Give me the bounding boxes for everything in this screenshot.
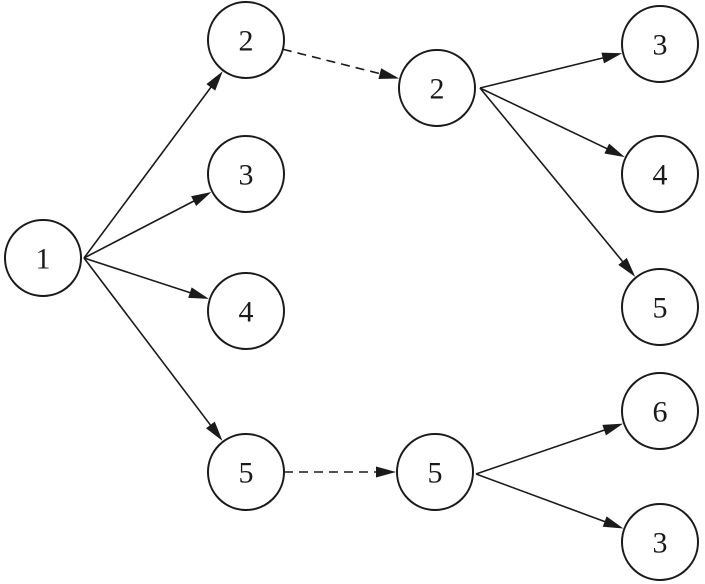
arrowhead-icon — [376, 466, 396, 478]
node-c-3: 3 — [621, 5, 699, 83]
node-a-4: 4 — [207, 272, 285, 350]
edge-n-root-1-to-n-a-4 — [83, 257, 209, 299]
node-a-3: 3 — [207, 135, 285, 213]
edge-line — [83, 199, 196, 259]
arrowhead-icon — [601, 52, 623, 64]
node-circle — [621, 503, 699, 581]
edge-line — [479, 87, 625, 264]
node-circle — [398, 49, 476, 127]
arrowhead-icon — [378, 68, 400, 79]
edge-n-b-5-to-n-c-3b — [475, 473, 624, 529]
edge-n-root-1-to-n-a-5 — [83, 257, 223, 441]
node-circle — [396, 433, 474, 511]
node-label: 4 — [653, 159, 668, 192]
node-label: 5 — [428, 457, 443, 490]
edge-line — [479, 87, 609, 151]
edge-line — [83, 257, 193, 295]
node-c-3b: 3 — [621, 503, 699, 581]
node-a-5: 5 — [207, 433, 285, 511]
node-c-4: 4 — [621, 135, 699, 213]
node-c-5: 5 — [621, 268, 699, 346]
edge-n-b-2-to-n-c-5 — [479, 87, 636, 277]
node-b-5: 5 — [396, 433, 474, 511]
arrowhead-icon — [206, 421, 223, 441]
node-circle — [207, 433, 285, 511]
edges-layer — [83, 48, 636, 529]
edge-n-b-2-to-n-c-3 — [479, 52, 623, 89]
node-label: 2 — [430, 73, 445, 106]
edge-n-b-5-to-n-c-6 — [475, 423, 624, 475]
node-circle — [207, 1, 285, 79]
node-label: 6 — [653, 396, 668, 429]
edge-line — [479, 56, 605, 89]
edge-line — [475, 428, 607, 475]
arrowhead-icon — [188, 287, 209, 299]
edge-n-b-2-to-n-c-4 — [479, 87, 625, 158]
edge-line — [475, 473, 607, 523]
node-label: 3 — [239, 159, 254, 192]
node-label: 5 — [653, 292, 668, 325]
edge-n-a-5-to-n-b-5 — [284, 466, 396, 478]
edge-line — [282, 48, 382, 75]
node-b-2: 2 — [398, 49, 476, 127]
arrowhead-icon — [618, 257, 636, 277]
edge-n-root-1-to-n-a-3 — [83, 191, 212, 259]
node-label: 5 — [239, 457, 254, 490]
node-label: 3 — [653, 29, 668, 62]
arrowhead-icon — [604, 143, 625, 158]
edge-n-root-1-to-n-a-2 — [83, 71, 223, 259]
node-circle — [207, 135, 285, 213]
node-circle — [621, 268, 699, 346]
node-circle — [207, 272, 285, 350]
node-c-6: 6 — [621, 372, 699, 450]
arrowhead-icon — [191, 191, 212, 207]
arrowhead-icon — [602, 423, 624, 436]
node-label: 4 — [239, 296, 254, 329]
node-circle — [4, 219, 82, 297]
node-circle — [621, 135, 699, 213]
arrowhead-icon — [602, 516, 624, 529]
node-label: 1 — [36, 243, 51, 276]
edge-line — [83, 257, 213, 428]
node-label: 2 — [239, 25, 254, 58]
edge-line — [83, 85, 213, 259]
node-root-1: 1 — [4, 219, 82, 297]
node-circle — [621, 372, 699, 450]
arrowhead-icon — [206, 71, 223, 91]
node-label: 3 — [653, 527, 668, 560]
node-circle — [621, 5, 699, 83]
node-a-2: 2 — [207, 1, 285, 79]
edge-n-a-2-to-n-b-2 — [282, 48, 400, 79]
nodes-layer: 1 2 3 4 5 2 5 3 4 5 6 3 — [4, 1, 699, 581]
